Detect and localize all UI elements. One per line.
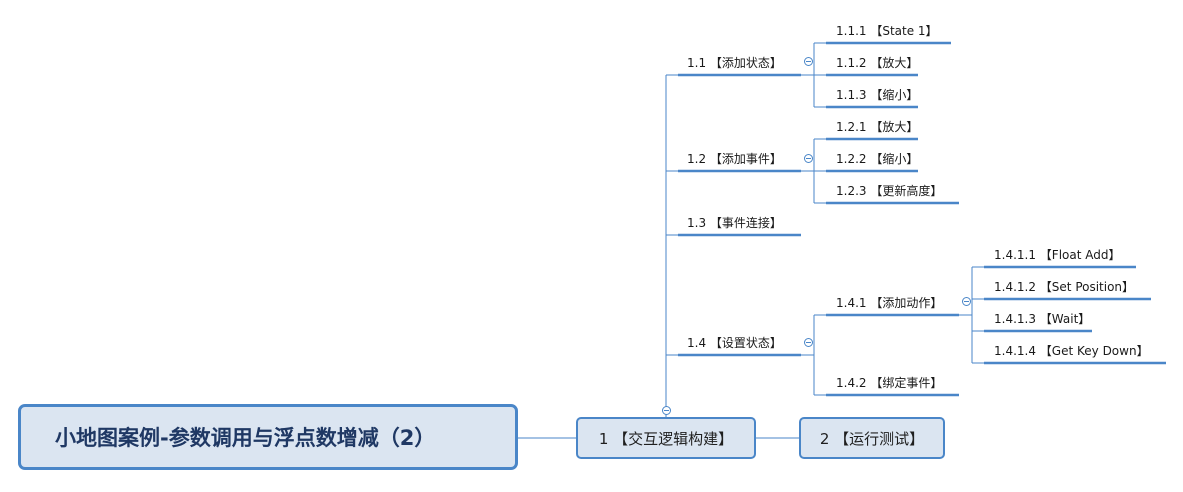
collapse-toggle-icon[interactable] <box>962 297 971 306</box>
node-1-4-1-2[interactable]: 1.4.1.2 【Set Position】 <box>994 280 1135 294</box>
node-1-4-1[interactable]: 1.4.1 【添加动作】 <box>836 296 943 310</box>
branch-topic-2[interactable]: 2 【运行测试】 <box>799 417 945 459</box>
branch-topic-2-label: 2 【运行测试】 <box>819 429 925 448</box>
node-1-1[interactable]: 1.1 【添加状态】 <box>687 56 782 70</box>
node-1-4-1-4[interactable]: 1.4.1.4 【Get Key Down】 <box>994 344 1149 358</box>
node-1-1-2[interactable]: 1.1.2 【放大】 <box>836 56 919 70</box>
node-1-2[interactable]: 1.2 【添加事件】 <box>687 152 782 166</box>
collapse-toggle-icon[interactable] <box>662 406 671 415</box>
node-1-2-1[interactable]: 1.2.1 【放大】 <box>836 120 919 134</box>
root-topic-title: 小地图案例-参数调用与浮点数增减（2） <box>55 426 436 450</box>
node-1-2-2[interactable]: 1.2.2 【缩小】 <box>836 152 919 166</box>
collapse-toggle-icon[interactable] <box>804 57 813 66</box>
node-1-4-1-1[interactable]: 1.4.1.1 【Float Add】 <box>994 248 1121 262</box>
root-topic[interactable]: 小地图案例-参数调用与浮点数增减（2） <box>18 404 518 470</box>
branch-topic-1-label: 1 【交互逻辑构建】 <box>598 429 734 448</box>
node-1-4[interactable]: 1.4 【设置状态】 <box>687 336 782 350</box>
collapse-toggle-icon[interactable] <box>804 154 813 163</box>
branch-topic-1[interactable]: 1 【交互逻辑构建】 <box>576 417 756 459</box>
node-1-2-3[interactable]: 1.2.3 【更新高度】 <box>836 184 943 198</box>
node-1-1-3[interactable]: 1.1.3 【缩小】 <box>836 88 919 102</box>
node-1-3[interactable]: 1.3 【事件连接】 <box>687 216 782 230</box>
node-1-1-1[interactable]: 1.1.1 【State 1】 <box>836 24 938 38</box>
collapse-toggle-icon[interactable] <box>804 338 813 347</box>
node-1-4-2[interactable]: 1.4.2 【绑定事件】 <box>836 376 943 390</box>
node-1-4-1-3[interactable]: 1.4.1.3 【Wait】 <box>994 312 1091 326</box>
